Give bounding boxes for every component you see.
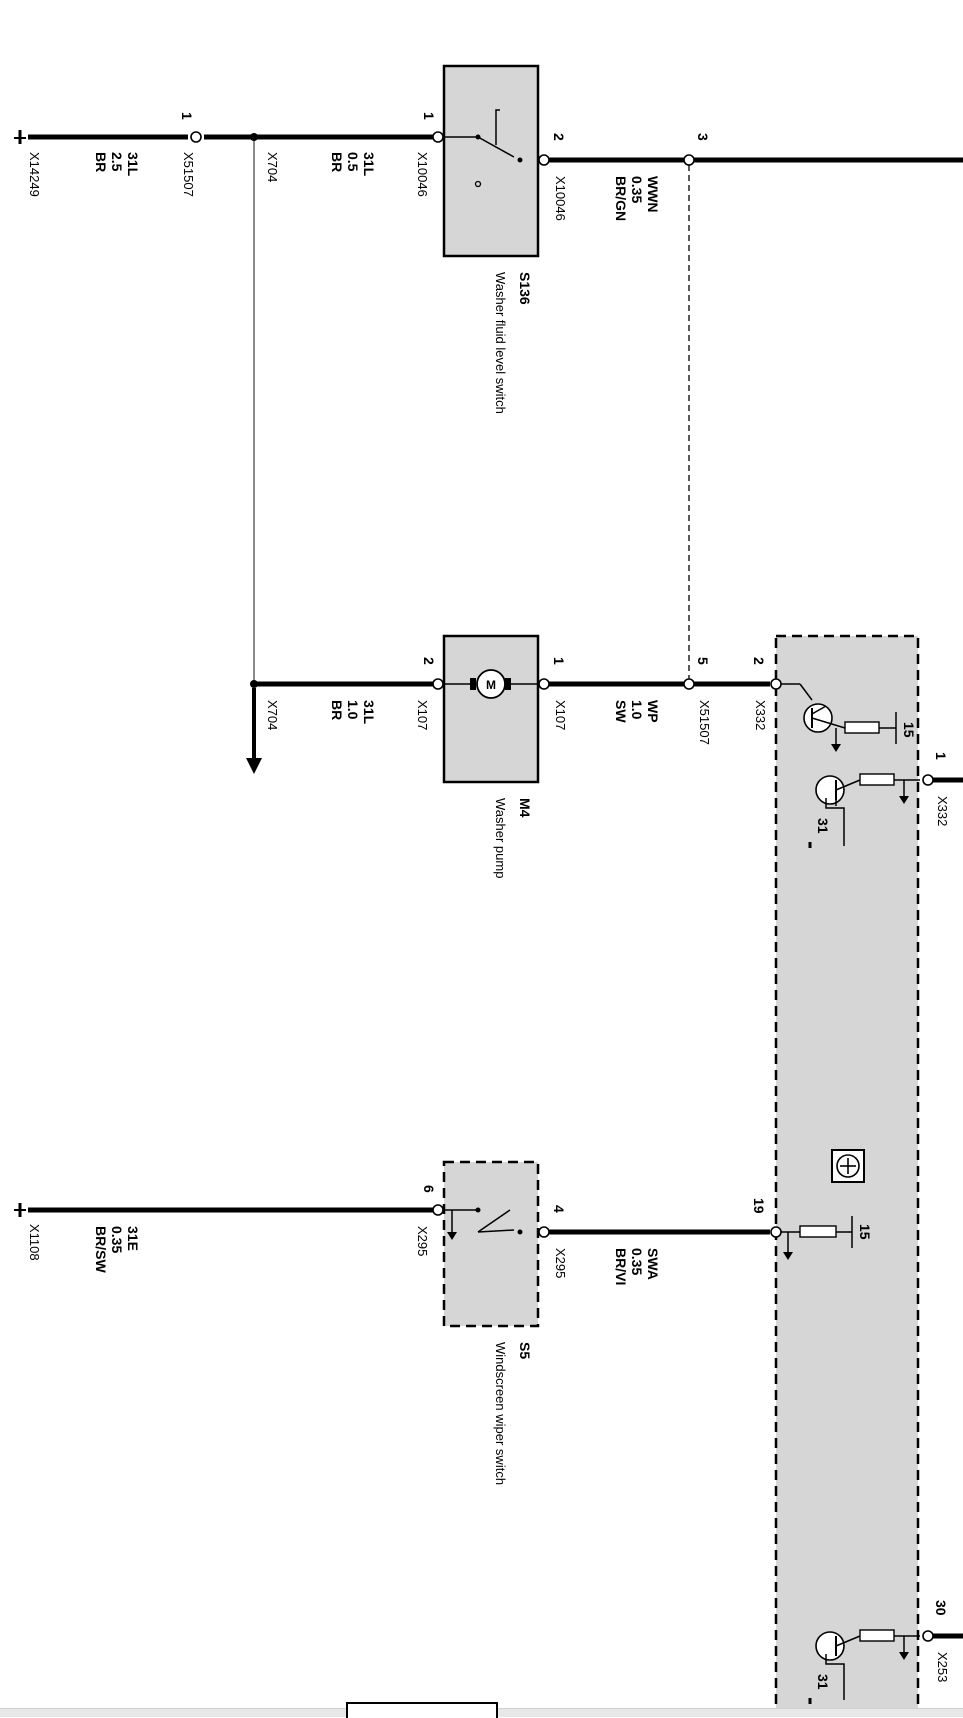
pin-x107-right: 1 — [551, 657, 567, 665]
pin-x10046-in: 1 — [421, 112, 437, 120]
wire-color: BR — [329, 152, 345, 172]
terminal-15-a: 15 — [901, 722, 917, 738]
component-id-s5: S5 — [517, 1342, 533, 1359]
wire-gauge: 1.0 — [629, 700, 645, 720]
connector-ecu-19 — [770, 1226, 782, 1238]
wire-signal: WP — [645, 700, 661, 723]
connector-label-x704-top: X704 — [265, 152, 280, 182]
connector-label-x10046-b: X10046 — [553, 176, 568, 221]
m4-box — [442, 634, 540, 784]
connector-label-x253: X253 — [935, 1652, 950, 1682]
wire-spec-w6: 31E 0.35 BR/SW — [93, 1226, 141, 1273]
wire-signal: SWA — [645, 1248, 661, 1280]
connector-label-x14249: X14249 — [27, 152, 42, 197]
connector-x332-in — [770, 678, 782, 690]
wire-spec-w2: 31L 0.5 BR — [329, 152, 377, 177]
wire-spec-w7: SWA 0.35 BR/VI — [613, 1248, 661, 1285]
wire-signal: 31L — [125, 152, 141, 177]
pin-x295-left: 6 — [421, 1185, 437, 1193]
component-id-s136: S136 — [517, 272, 533, 305]
component-name-s5: Windscreen wiper switch — [493, 1342, 508, 1485]
connector-x10046-in — [432, 131, 444, 143]
connector-x51507-mid — [683, 678, 695, 690]
wire-gauge: 1.0 — [345, 700, 361, 720]
component-name-m4: Washer pump — [493, 798, 508, 878]
wire-gauge: 0.35 — [629, 1248, 645, 1275]
terminal-31-a: 31 — [815, 818, 831, 834]
terminal-31-b: 31 — [815, 1674, 831, 1690]
wire-color: SW — [613, 700, 629, 723]
connector-label-x295-b: X295 — [553, 1248, 568, 1278]
wire-color: BR/SW — [93, 1226, 109, 1273]
splice-x704 — [250, 133, 258, 141]
splice-x704-mid — [250, 680, 258, 688]
component-id-m4: M4 — [517, 798, 533, 818]
wire-color: BR — [93, 152, 109, 172]
connector-label-x295-a: X295 — [415, 1226, 430, 1256]
switch-contact-icon — [443, 109, 523, 188]
pin-x332-out: 1 — [933, 752, 949, 760]
ground-symbol-x1108 — [14, 1203, 26, 1217]
wire-spec-w3: WWN 0.35 BR/GN — [613, 176, 661, 221]
connector-x295-right — [538, 1226, 550, 1238]
wire-gauge: 2.5 — [109, 152, 125, 172]
ground-arrow-icon — [246, 758, 262, 774]
connector-label-x332-b: X332 — [935, 796, 950, 826]
input-stage-icon — [781, 1216, 853, 1260]
pin-ecu-19: 19 — [751, 1198, 767, 1214]
pin-x107-left: 2 — [421, 657, 437, 665]
wire-color: BR/GN — [613, 176, 629, 221]
wire-gauge: 0.35 — [109, 1226, 125, 1253]
pin-x51507-top: 1 — [179, 112, 195, 120]
bottom-tab[interactable] — [346, 1702, 498, 1718]
pin-x295-right: 4 — [551, 1205, 567, 1213]
pin-x332-in: 2 — [751, 657, 767, 665]
s5-box — [442, 1160, 540, 1328]
wire-signal: 31L — [361, 700, 377, 725]
wire-gauge: 0.35 — [629, 176, 645, 203]
connector-x332-out — [922, 774, 934, 786]
connector-x107-right — [538, 678, 550, 690]
ground-symbol-x14249 — [14, 130, 26, 144]
transistor-stage-1-icon — [781, 683, 897, 752]
pin-junction-3: 3 — [695, 133, 711, 141]
connector-label-x107-b: X107 — [553, 700, 568, 730]
svg-text:M: M — [486, 678, 496, 692]
wire-spec-w4: 31L 1.0 BR — [329, 700, 377, 725]
control-unit-icon — [831, 1149, 865, 1183]
wire-signal: WWN — [645, 176, 661, 213]
connector-label-x1108: X1108 — [27, 1224, 42, 1261]
connector-x51507-top — [190, 131, 202, 143]
wiper-switch-icon — [443, 1207, 523, 1240]
connector-x10046-out — [538, 154, 550, 166]
pin-x51507-mid: 5 — [695, 657, 711, 665]
terminal-15-b: 15 — [857, 1224, 873, 1240]
connector-x295-left — [432, 1204, 444, 1216]
motor-icon: M — [443, 669, 538, 699]
connector-label-x10046-a: X10046 — [415, 152, 430, 197]
pin-x10046-out: 2 — [551, 133, 567, 141]
component-name-s136: Washer fluid level switch — [493, 272, 508, 414]
connector-label-x51507-mid: X51507 — [697, 700, 712, 745]
connector-label-x704-mid: X704 — [265, 700, 280, 730]
wire-color: BR — [329, 700, 345, 720]
wire-spec-w1: 31L 2.5 BR — [93, 152, 141, 177]
transistor-stage-3-icon — [808, 1629, 920, 1704]
connector-label-x51507-top: X51507 — [181, 152, 196, 197]
wire-signal: 31E — [125, 1226, 141, 1251]
wire-gauge: 0.5 — [345, 152, 361, 172]
connector-x107-left — [432, 678, 444, 690]
connector-label-x332-a: X332 — [753, 700, 768, 730]
pin-x253: 30 — [933, 1600, 949, 1616]
wire-spec-w5: WP 1.0 SW — [613, 700, 661, 723]
s136-box — [442, 64, 540, 258]
wire-signal: 31L — [361, 152, 377, 177]
connector-junction-3 — [683, 154, 695, 166]
transistor-stage-2-icon — [808, 773, 920, 848]
wire-color: BR/VI — [613, 1248, 629, 1285]
connector-x253 — [922, 1630, 934, 1642]
connector-label-x107-a: X107 — [415, 700, 430, 730]
